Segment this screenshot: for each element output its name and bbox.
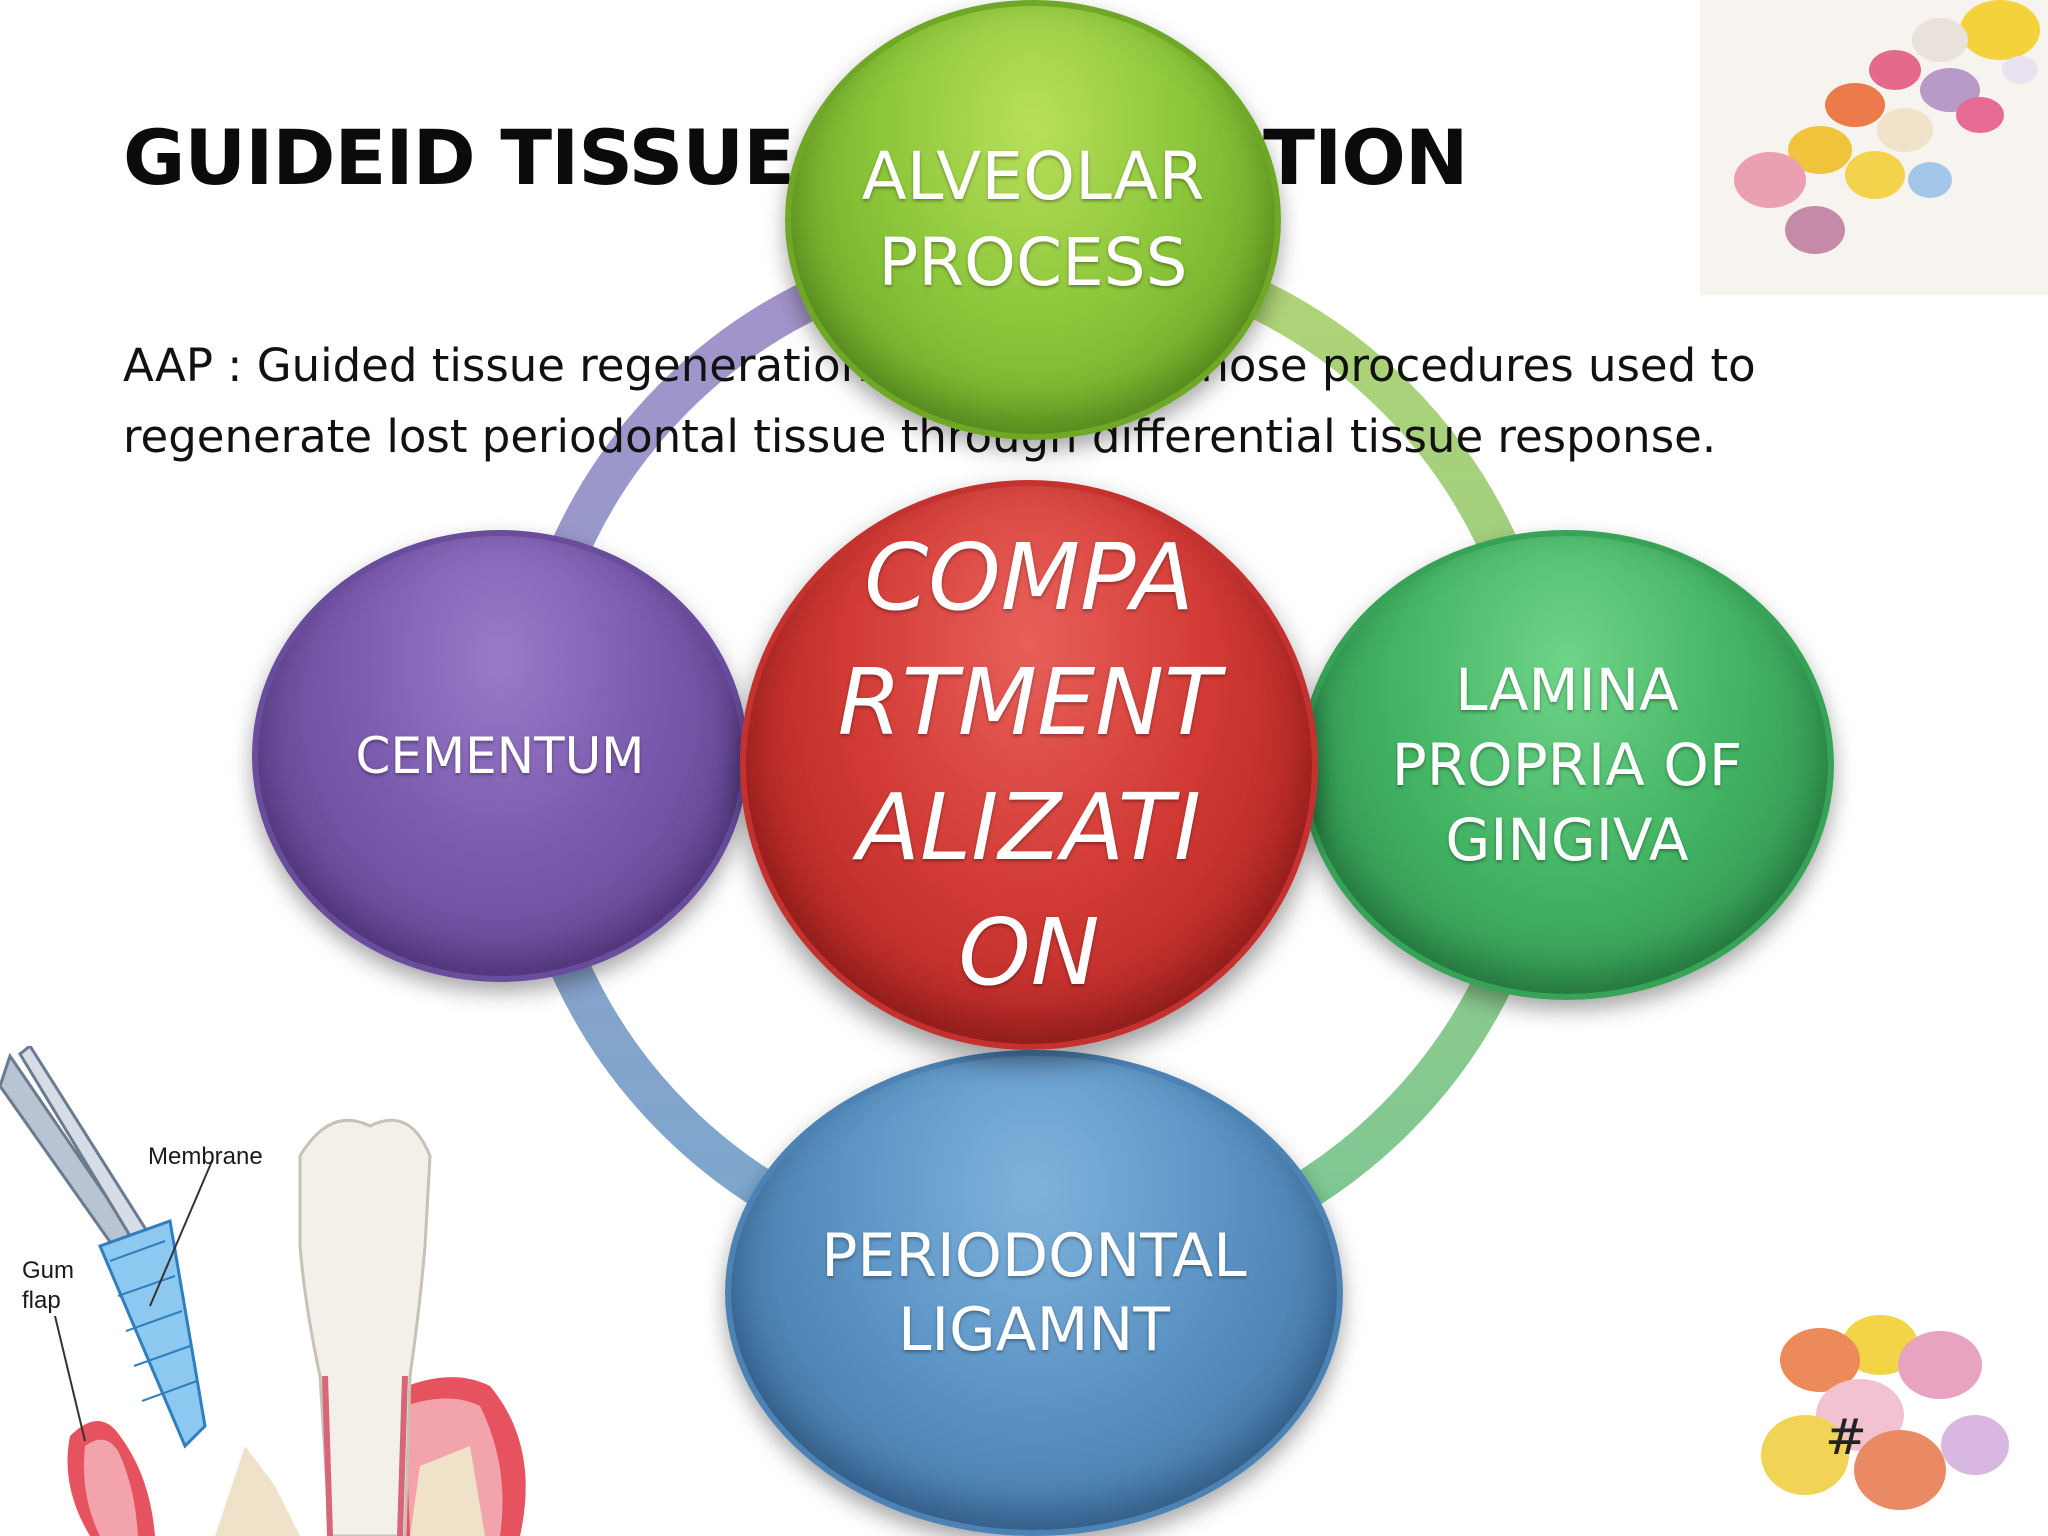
gtr-tooth-illustration: Membrane Gum flap: [0, 1046, 545, 1536]
bubble-compartmentalization-label: COMPA RTMENT ALIZATI ON: [837, 524, 1221, 1006]
membrane-label: Membrane: [148, 1143, 263, 1170]
bubble-periodontal-ligament-label: PERIODONTAL LIGAMNT: [821, 1221, 1247, 1365]
gum-label: Gum: [22, 1257, 74, 1284]
bubble-cementum: CEMENTUM: [252, 530, 748, 982]
bubble-periodontal-ligament: PERIODONTAL LIGAMNT: [725, 1050, 1343, 1536]
bubble-alveolar-process-label: ALVEOLAR PROCESS: [861, 138, 1205, 301]
candy-eggs-bottom-image: [1760, 1285, 2048, 1536]
candy-eggs-top-image: [1700, 0, 2048, 295]
bubble-lamina-propria-label: LAMINA PROPRIA OF GINGIVA: [1391, 655, 1743, 874]
bubble-cementum-label: CEMENTUM: [355, 727, 645, 785]
slide-number: #: [1825, 1408, 1867, 1466]
bubble-alveolar-process: ALVEOLAR PROCESS: [785, 0, 1281, 440]
flap-label: flap: [22, 1287, 61, 1314]
bubble-compartmentalization: COMPA RTMENT ALIZATI ON: [740, 480, 1318, 1050]
bubble-lamina-propria: LAMINA PROPRIA OF GINGIVA: [1300, 530, 1834, 1000]
